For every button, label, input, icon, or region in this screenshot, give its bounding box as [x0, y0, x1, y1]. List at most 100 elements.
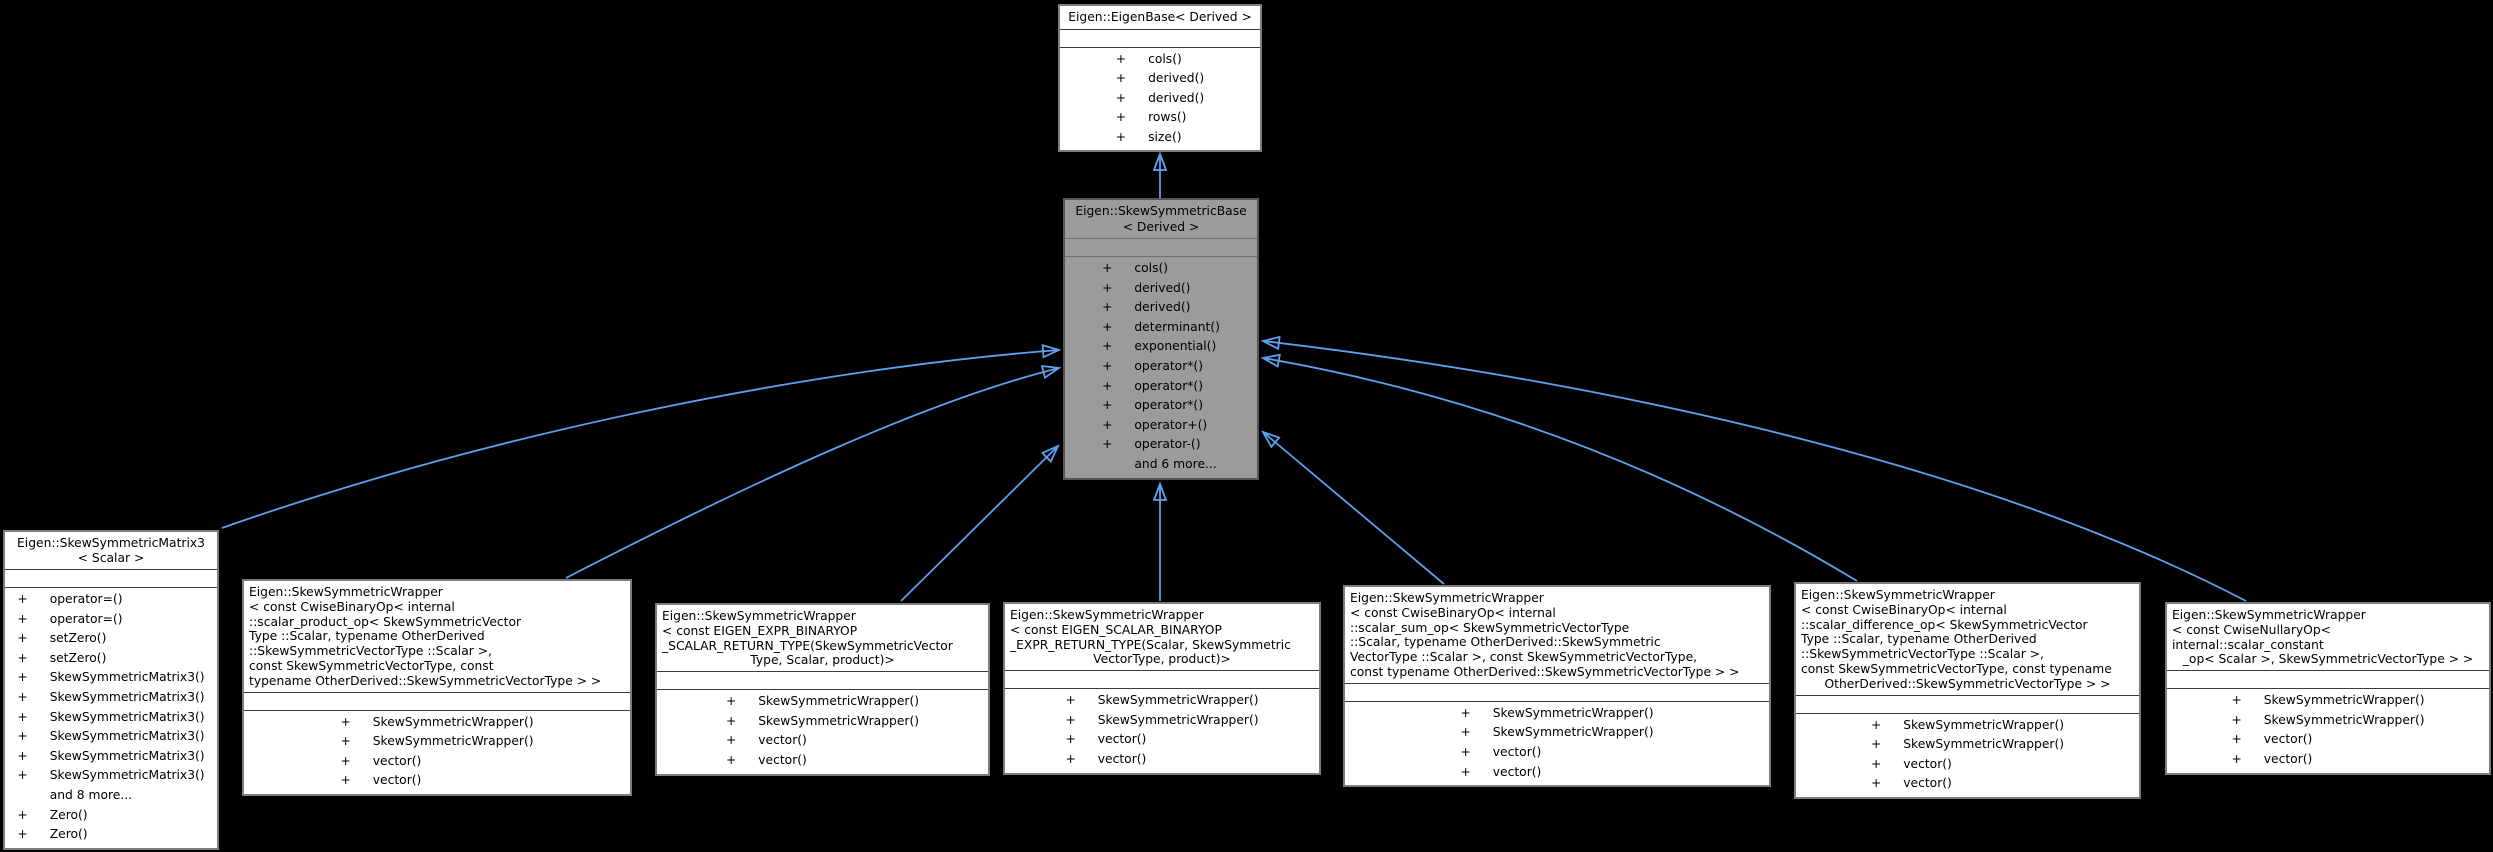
visibility-plus: +: [1102, 319, 1113, 334]
method-row: +vector(): [340, 771, 533, 791]
method-row: + operator*(): [1102, 357, 1220, 377]
method-name: SkewSymmetricWrapper(): [1097, 712, 1259, 727]
visibility-plus: +: [1115, 129, 1127, 144]
visibility-plus: +: [17, 827, 28, 842]
class-title: Eigen::SkewSymmetricWrapper< const Cwise…: [1345, 587, 1769, 683]
visibility-plus: +: [17, 709, 28, 724]
attributes-section: [244, 691, 630, 711]
method-row: +vector(): [726, 751, 919, 771]
method-row: +exponential(): [1102, 337, 1220, 357]
method-name: and 6 more...: [1134, 456, 1217, 471]
method-name: SkewSymmetricWrapper(): [758, 713, 920, 728]
method-name: operator-(): [1134, 437, 1201, 452]
methods-section: +SkewSymmetricWrapper()+SkewSymmetricWra…: [244, 711, 630, 794]
method-row: +SkewSymmetricWrapper(): [2231, 711, 2424, 731]
visibility-plus: +: [1870, 717, 1882, 732]
visibility-plus: +: [340, 714, 351, 729]
class-title-line: < const CwiseBinaryOp< internal: [249, 599, 455, 614]
visibility-plus: +: [1102, 261, 1113, 276]
class-title-line: ::Scalar, typename OtherDerived::SkewSym…: [1350, 635, 1661, 650]
method-row: +rows(): [1116, 108, 1204, 128]
method-name: vector(): [1097, 752, 1147, 767]
method-name: vector(): [758, 733, 807, 748]
method-row: +SkewSymmetricWrapper(): [340, 732, 533, 752]
class-title-line: OtherDerived::SkewSymmetricVectorType > …: [1824, 676, 2111, 691]
class-node-wrapper-product[interactable]: Eigen::SkewSymmetricWrapper< const Cwise…: [242, 579, 632, 796]
class-title-line: _op< Scalar >, SkewSymmetricVectorType >…: [2182, 652, 2474, 667]
visibility-plus: +: [340, 773, 351, 788]
visibility-plus: +: [1065, 693, 1076, 708]
visibility-plus: +: [1115, 90, 1127, 105]
class-title-line: ::scalar_product_op< SkewSymmetricVector: [249, 614, 522, 629]
method-name: operator*(): [1134, 378, 1204, 393]
class-node-eigenbase[interactable]: Eigen::EigenBase< Derived > +cols()+deri…: [1058, 4, 1262, 153]
class-node-skewsymmetricbase[interactable]: Eigen::SkewSymmetricBase< Derived > +col…: [1063, 198, 1259, 480]
method-name: operator*(): [1134, 359, 1204, 374]
method-row: and 8 more...: [17, 786, 204, 806]
class-title-line: _SCALAR_RETURN_TYPE(SkewSymmetricVector: [662, 638, 953, 653]
class-title-line: < const EIGEN_EXPR_BINARYOP: [662, 623, 858, 638]
visibility-plus: +: [1065, 732, 1076, 747]
method-name: vector(): [1903, 776, 1952, 791]
method-row: +operator=(): [17, 610, 204, 630]
method-row: +SkewSymmetricMatrix3(): [17, 747, 204, 767]
class-node-wrapper-scalar-binaryop[interactable]: Eigen::SkewSymmetricWrapper< const EIGEN…: [1003, 602, 1321, 775]
class-title-line: < Scalar >: [77, 551, 145, 565]
class-node-wrapper-sum[interactable]: Eigen::SkewSymmetricWrapper< const Cwise…: [1343, 585, 1771, 788]
class-node-wrapper-nullary[interactable]: Eigen::SkewSymmetricWrapper< const Cwise…: [2165, 602, 2491, 775]
method-row: +SkewSymmetricWrapper(): [1065, 711, 1258, 731]
method-name: SkewSymmetricWrapper(): [1492, 725, 1654, 740]
method-row: +SkewSymmetricWrapper(): [726, 692, 919, 712]
visibility-plus: +: [1870, 756, 1882, 771]
method-row: +cols(): [1116, 50, 1204, 70]
visibility-plus: +: [1102, 437, 1113, 452]
class-title: Eigen::SkewSymmetricWrapper< const EIGEN…: [1005, 604, 1319, 670]
method-row: +cols(): [1102, 259, 1220, 279]
class-title: Eigen::SkewSymmetricWrapper< const Cwise…: [2167, 604, 2489, 670]
visibility-plus: +: [17, 670, 28, 685]
visibility-plus: +: [1102, 359, 1113, 374]
method-name: derived(): [1134, 280, 1191, 295]
class-node-skewsymmetricmatrix3[interactable]: Eigen::SkewSymmetricMatrix3< Scalar > +o…: [3, 530, 219, 850]
method-row: + size(): [1116, 128, 1204, 148]
visibility-plus: +: [1460, 705, 1471, 720]
methods-section: +cols()+derived()+derived()+rows()+size(…: [1060, 48, 1260, 151]
method-name: cols(): [1148, 51, 1182, 66]
method-row: +derived(): [1116, 69, 1204, 89]
visibility-plus: +: [1460, 745, 1471, 760]
class-title-line: VectorType ::Scalar >, const SkewSymmetr…: [1350, 650, 1698, 665]
visibility-plus: +: [1102, 417, 1113, 432]
class-node-wrapper-difference[interactable]: Eigen::SkewSymmetricWrapper< const Cwise…: [1794, 582, 2141, 799]
method-name: vector(): [2263, 752, 2313, 767]
method-name: size(): [1148, 129, 1182, 144]
method-name: vector(): [2263, 732, 2313, 747]
visibility-plus: +: [2231, 752, 2242, 767]
method-name: SkewSymmetricMatrix3(): [49, 729, 205, 744]
visibility-plus: +: [1102, 280, 1113, 295]
visibility-plus: +: [1870, 776, 1882, 791]
class-node-wrapper-expr-binaryop[interactable]: Eigen::SkewSymmetricWrapper< const EIGEN…: [655, 603, 990, 776]
visibility-plus: +: [340, 753, 351, 768]
attributes-section: [1060, 28, 1260, 48]
class-title: Eigen::SkewSymmetricWrapper< const EIGEN…: [657, 605, 988, 671]
method-name: SkewSymmetricMatrix3(): [49, 709, 205, 724]
methods-section: +operator=()+operator=()+setZero()+setZe…: [5, 588, 217, 848]
method-name: operator=(): [49, 611, 123, 626]
method-name: SkewSymmetricMatrix3(): [49, 748, 205, 763]
class-title-line: Eigen::SkewSymmetricBase: [1075, 204, 1247, 218]
method-name: SkewSymmetricWrapper(): [372, 734, 534, 749]
method-name: operator=(): [49, 592, 123, 607]
class-title-line: ::SkewSymmetricVectorType ::Scalar >,: [249, 644, 492, 659]
visibility-plus: [17, 786, 49, 806]
visibility-plus: +: [1065, 752, 1076, 767]
class-title-line: VectorType, product)>: [1093, 652, 1231, 667]
class-title-line: Eigen::SkewSymmetricWrapper: [2172, 608, 2366, 622]
method-row: +vector(): [1460, 763, 1653, 783]
method-name: vector(): [1492, 764, 1542, 779]
method-row: +operator*(): [1102, 396, 1220, 416]
method-row: +operator+(): [1102, 416, 1220, 436]
method-row: + vector(): [1871, 774, 2064, 794]
method-row: + vector(): [1065, 730, 1258, 750]
method-name: vector(): [1097, 732, 1147, 747]
